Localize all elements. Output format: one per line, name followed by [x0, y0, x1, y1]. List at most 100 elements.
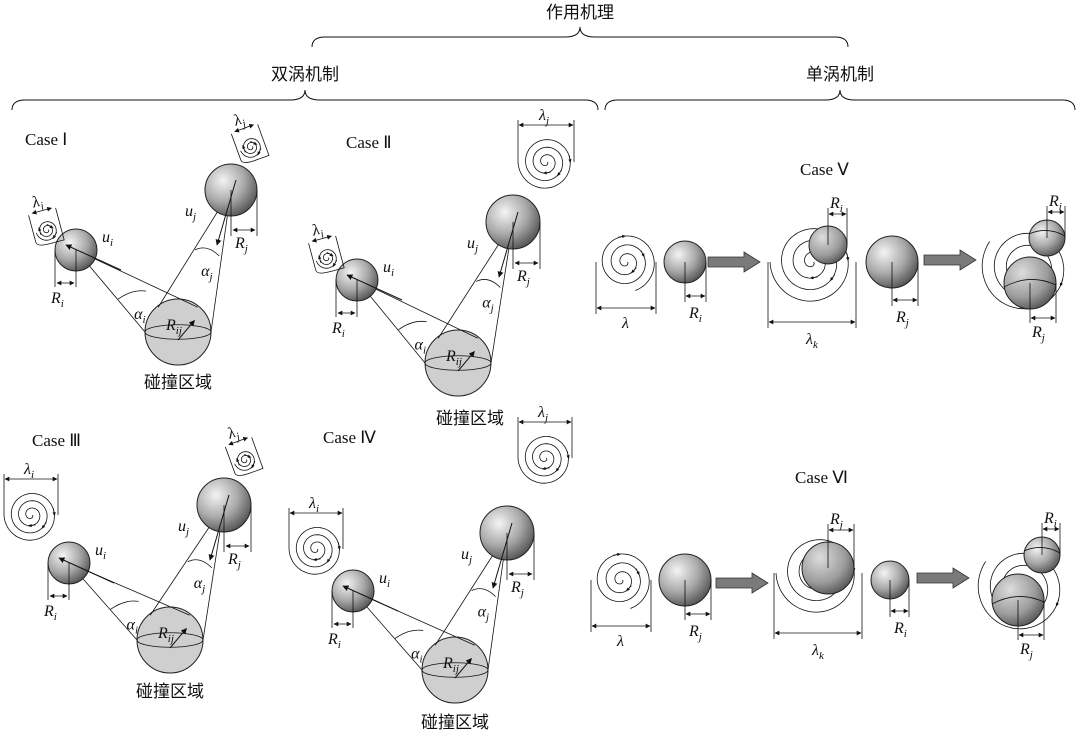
vortex-j-frame	[224, 437, 264, 476]
vortex-j-spiral-arrow	[250, 141, 258, 145]
velocity-i-label: ui	[379, 570, 390, 590]
vortex-j-spiral	[517, 139, 571, 189]
double-vortex-brace	[11, 89, 599, 111]
alpha-i-label: αi	[411, 645, 422, 665]
stage2-lambda-label: λk	[811, 642, 825, 662]
alpha-j-arc	[187, 559, 212, 569]
vortex-j-spiral-arrow	[541, 466, 550, 471]
stage2-free-r-label-sub: j	[904, 317, 909, 329]
vortex-i-spiral	[3, 493, 55, 541]
vortex-i-spiral	[315, 249, 337, 269]
vortex-i-spiral	[35, 221, 57, 241]
vortex-j: λj	[517, 404, 573, 484]
vortex-i-spiral-arrow	[52, 508, 56, 517]
lambda-i-label-sub: i	[316, 503, 319, 515]
stage1-lambda-label: λ	[616, 633, 624, 650]
rij-label-sub: ij	[176, 325, 182, 337]
vortex-j-dimension	[228, 437, 249, 446]
velocity-j-label-sub: j	[184, 526, 189, 538]
cases-layer: αiαjuiujRijRiRjλiλjαiαjuiujRijRiRjλiλjαi…	[3, 107, 1066, 704]
vortex-i-spiral-arrow	[337, 542, 341, 551]
velocity-j-arrow	[491, 522, 513, 589]
velocity-i-arrow	[58, 557, 115, 584]
alpha-j-label: αj	[194, 575, 205, 595]
stage1-r-label-sub: i	[699, 313, 702, 325]
stage2-r-label-sub: j	[838, 519, 843, 531]
alpha-i-arc	[117, 290, 147, 300]
stage-arrow-1	[715, 572, 769, 594]
lambda-i-label: λi	[308, 495, 319, 515]
case-2-label: Case Ⅱ	[346, 133, 392, 152]
stage3-ri-label-sub: i	[1054, 518, 1057, 530]
velocity-j-arrow	[215, 179, 237, 246]
alpha-i-label: αi	[127, 616, 138, 636]
stage3-bottom-swirl	[991, 596, 1045, 605]
alpha-j-arc	[476, 279, 501, 288]
rij-label-sub: ij	[456, 356, 462, 368]
rij-arrow	[169, 627, 187, 649]
velocity-i-label-sub: i	[387, 578, 390, 590]
stage2-vortex-arrow	[829, 274, 835, 282]
lambda-i-label-sub: i	[39, 200, 45, 212]
lambda-j-label: λj	[230, 110, 247, 133]
alpha-j-label-sub: j	[484, 612, 489, 624]
stage3-vortex-arrow	[1059, 279, 1064, 287]
stage3-ri-label: Ri	[1048, 193, 1062, 213]
velocity-i-label-sub: i	[103, 550, 106, 562]
vortex-i: λi	[308, 221, 345, 274]
alpha-i-label-sub: i	[423, 345, 426, 357]
vortex-j-spiral-arrow	[555, 465, 561, 472]
collision-region-label-1: 碰撞区域	[144, 373, 212, 393]
stage1-r-label: Ri	[688, 305, 702, 325]
alpha-j-label-sub: j	[489, 302, 494, 314]
vortex-i: λi	[288, 495, 344, 575]
vortex-j-spiral	[234, 451, 255, 471]
vortex-j-spiral-arrow	[236, 457, 240, 466]
stage2-vortex-arrow	[846, 253, 850, 262]
velocity-j-label: uj	[467, 235, 478, 255]
stage3-bottom-swirl	[1003, 279, 1057, 288]
alpha-i-label-sub: i	[143, 314, 146, 326]
velocity-i-arrow	[346, 274, 403, 301]
mechanism-brace	[311, 26, 849, 48]
ri-label: Ri	[43, 603, 57, 623]
vortex-j-spiral-arrow	[242, 144, 246, 153]
vortex-j-spiral-arrow	[566, 451, 570, 460]
stage2-lambda-label: λk	[805, 331, 819, 351]
rj-label-sub: j	[519, 587, 524, 599]
rj-label: Rj	[227, 551, 241, 571]
collision-region-label-4: 碰撞区域	[421, 713, 489, 733]
stage2-r-label: Ri	[829, 195, 843, 215]
velocity-j-label: uj	[185, 203, 196, 223]
vortex-j-spiral-arrow	[257, 148, 262, 156]
stage3-rj-label: Rj	[1031, 324, 1045, 344]
alpha-i-label-sub: i	[135, 624, 138, 636]
ri-label-sub: i	[61, 298, 64, 310]
collision-region-label-2: 碰撞区域	[436, 409, 504, 429]
stage2-free-r-label: Rj	[895, 309, 909, 329]
velocity-i-label-sub: i	[110, 237, 113, 249]
vortex-j-dimension	[234, 124, 255, 133]
vortex-i-dimension	[311, 234, 332, 243]
stage3-ri-label-sub: i	[1059, 201, 1062, 213]
hierarchy-header: 作用机理 双涡机制 单涡机制	[11, 3, 1076, 111]
ri-label: Ri	[50, 290, 64, 310]
cone-line-i-right	[356, 279, 478, 339]
lambda-i-label-sub: i	[31, 469, 34, 481]
vortex-j-frame	[230, 124, 270, 163]
double-vortex-title: 双涡机制	[271, 65, 339, 85]
vortex-i-spiral-arrow	[332, 259, 338, 268]
lambda-i-label: λi	[29, 193, 45, 215]
velocity-i-label-sub: i	[391, 267, 394, 279]
stage3-rj-label-sub: j	[1040, 332, 1045, 344]
stage2-free-r-label-sub: i	[904, 628, 907, 640]
lambda-i-label: λi	[309, 221, 325, 243]
lambda-i-label-sub: i	[319, 228, 325, 240]
vortex-i: λi	[3, 461, 59, 541]
stage2-lambda-label-sub: k	[813, 339, 819, 351]
vortex-i-spiral-arrow	[318, 255, 322, 263]
vortex-j-spiral-arrow	[568, 155, 572, 164]
vortex-j: λj	[224, 423, 264, 476]
stage1-vortex-arrow	[635, 568, 640, 576]
